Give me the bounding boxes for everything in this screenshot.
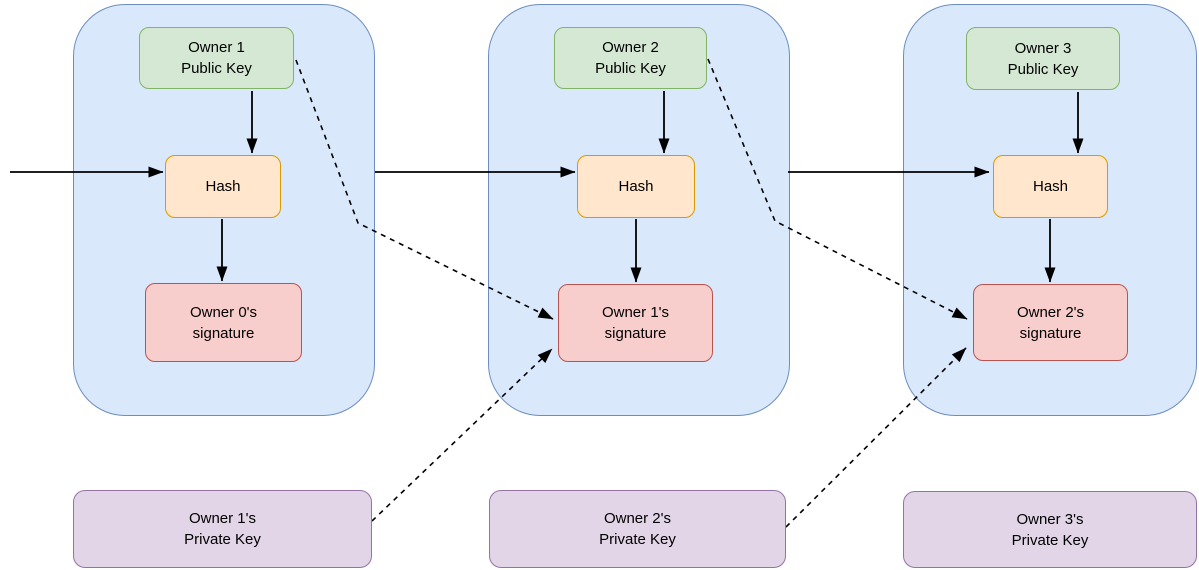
- hash-box-2: Hash: [577, 155, 695, 218]
- private-key-box-3: Owner 3's Private Key: [903, 491, 1197, 568]
- verify-arrow-pubkey1-to-signature2: [295, 59, 554, 320]
- signature-box-1: Owner 0's signature: [145, 283, 302, 362]
- hash-box-1: Hash: [165, 155, 281, 218]
- private-key-box-1: Owner 1's Private Key: [73, 490, 372, 568]
- signature-box-2: Owner 1's signature: [558, 284, 713, 362]
- verify-arrow-pubkey2-to-signature3: [707, 58, 968, 320]
- sign-arrow-privkey1-to-signature2: [371, 348, 553, 522]
- public-key-box-3: Owner 3 Public Key: [966, 27, 1120, 90]
- sign-arrow-privkey2-to-signature3: [785, 347, 967, 528]
- hash-box-3: Hash: [993, 155, 1108, 218]
- private-key-box-2: Owner 2's Private Key: [489, 490, 786, 568]
- signature-box-3: Owner 2's signature: [973, 284, 1128, 361]
- public-key-box-1: Owner 1 Public Key: [139, 27, 294, 89]
- public-key-box-2: Owner 2 Public Key: [554, 27, 707, 89]
